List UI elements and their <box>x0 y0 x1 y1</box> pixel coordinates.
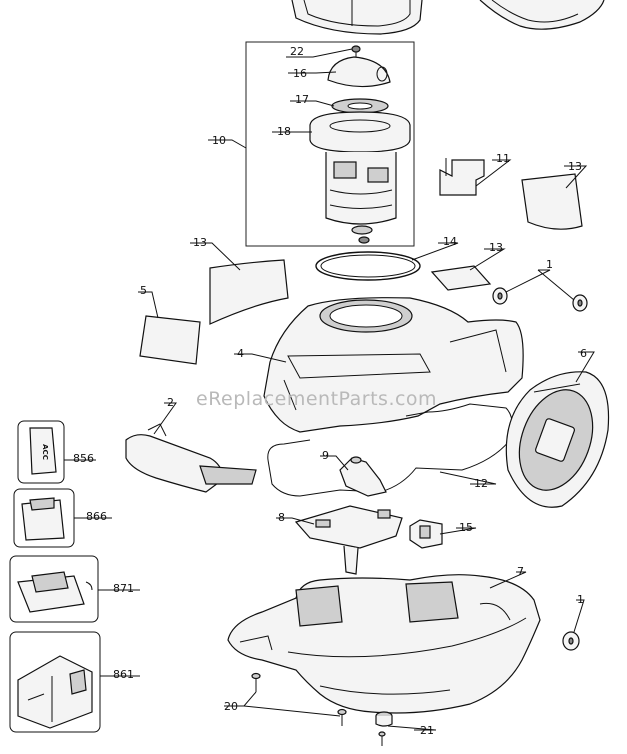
accessory-856-box: ACC <box>17 420 65 484</box>
top-goggle-fragment <box>479 0 605 30</box>
dome-cap-part-16 <box>327 56 391 88</box>
callout-2: 2 <box>167 396 174 409</box>
part-2-cover <box>125 423 257 493</box>
roller-part-1-bottom <box>562 631 580 651</box>
screws-part-20 <box>251 672 347 726</box>
callout-7: 7 <box>517 565 524 578</box>
callout-18: 18 <box>277 125 291 138</box>
switch-part-15 <box>409 519 443 549</box>
disc-part-18 <box>309 111 411 153</box>
callout-17: 17 <box>295 93 309 106</box>
callout-856: 856 <box>73 452 94 465</box>
callout-861: 861 <box>113 668 134 681</box>
circuit-board-part-8 <box>294 505 403 575</box>
callout-15: 15 <box>459 521 473 534</box>
motor-assembly <box>325 152 397 244</box>
callout-9: 9 <box>322 449 329 462</box>
battery-label: ACC <box>41 444 49 460</box>
base-housing-part-7 <box>227 574 541 714</box>
callout-13-left: 13 <box>193 236 207 249</box>
callout-866: 866 <box>86 510 107 523</box>
callout-8: 8 <box>278 511 285 524</box>
callout-12: 12 <box>474 477 488 490</box>
callout-22: 22 <box>290 45 304 58</box>
label-part-13-mid <box>430 265 492 291</box>
pad-part-5 <box>139 315 201 365</box>
part-21-bushing <box>375 711 393 746</box>
gasket-part-14 <box>315 251 421 281</box>
top-housing-fragment <box>291 0 423 35</box>
callout-16: 16 <box>293 67 307 80</box>
callout-6: 6 <box>580 347 587 360</box>
screw-part-22 <box>351 45 361 58</box>
wire-harness-part-12 <box>267 403 513 497</box>
accessory-871-box <box>9 555 99 623</box>
accessory-861-box <box>9 631 101 733</box>
label-part-13-left <box>209 259 289 325</box>
main-body-part-4 <box>263 297 524 433</box>
callout-labels: 22 16 17 18 10 11 13 13 14 13 1 5 4 6 2 … <box>73 45 587 737</box>
callout-1-top: 1 <box>546 258 553 271</box>
callout-10: 10 <box>212 134 226 147</box>
ring-part-17 <box>331 98 389 114</box>
callout-14: 14 <box>443 235 457 248</box>
callout-11: 11 <box>496 152 510 165</box>
assembly-box-10 <box>245 41 415 247</box>
leader-lines <box>64 48 595 731</box>
callout-1-bottom: 1 <box>577 593 584 606</box>
callout-5: 5 <box>140 284 147 297</box>
side-plate-part-6 <box>505 371 610 508</box>
callout-13-right: 13 <box>568 160 582 173</box>
callout-4: 4 <box>237 347 244 360</box>
callout-21: 21 <box>420 724 434 737</box>
callout-13-mid: 13 <box>489 241 503 254</box>
watermark: eReplacementParts.com <box>196 388 437 410</box>
accessory-866-box <box>13 488 75 548</box>
callout-20: 20 <box>224 700 238 713</box>
label-part-13-right <box>521 173 583 230</box>
bracket-part-11 <box>439 158 485 196</box>
part-9-bracket <box>339 456 387 497</box>
callout-871: 871 <box>113 582 134 595</box>
roller-part-1-top <box>492 287 588 312</box>
